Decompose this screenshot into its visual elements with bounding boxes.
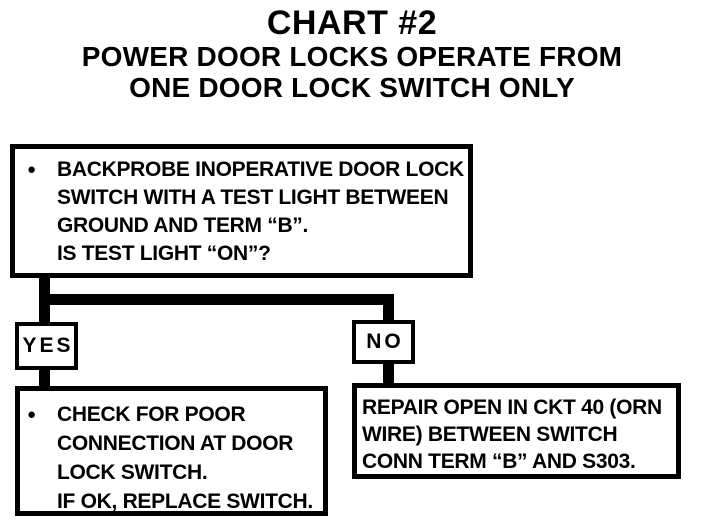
text-line: CONN TERM “B” AND S303.: [362, 450, 636, 473]
question-box-text: BACKPROBE INOPERATIVE DOOR LOCK SWITCH W…: [57, 156, 464, 268]
question-box: ● BACKPROBE INOPERATIVE DOOR LOCK SWITCH…: [10, 144, 473, 278]
text-line: IF OK, REPLACE SWITCH.: [57, 490, 313, 513]
no-action-text: REPAIR OPEN IN CKT 40 (ORN WIRE) BETWEEN…: [362, 394, 662, 475]
text-line: CHECK FOR POOR: [57, 403, 246, 426]
text-line: GROUND AND TERM “B”.: [57, 214, 309, 237]
text-line: LOCK SWITCH.: [57, 461, 208, 484]
page-title: CHART #2: [266, 4, 438, 42]
connector-horizontal-bar: [39, 294, 394, 305]
text-line: WIRE) BETWEEN SWITCH: [362, 423, 618, 446]
yes-action-box: ● CHECK FOR POOR CONNECTION AT DOOR LOCK…: [15, 386, 328, 516]
yes-action-text: CHECK FOR POOR CONNECTION AT DOOR LOCK S…: [57, 400, 313, 516]
bullet-icon: ●: [27, 161, 37, 178]
text-line: SWITCH WITH A TEST LIGHT BETWEEN: [57, 186, 449, 209]
no-label-box: NO: [352, 320, 415, 364]
yes-label-box: YES: [15, 322, 78, 370]
text-line: IS TEST LIGHT “ON”?: [57, 242, 271, 265]
connector-stem-to-no: [383, 294, 394, 322]
no-action-box: REPAIR OPEN IN CKT 40 (ORN WIRE) BETWEEN…: [352, 383, 681, 479]
text-line: REPAIR OPEN IN CKT 40 (ORN: [362, 396, 662, 419]
text-line: BACKPROBE INOPERATIVE DOOR LOCK: [57, 158, 464, 181]
bullet-icon: ●: [27, 406, 37, 423]
page-subtitle-line1: POWER DOOR LOCKS OPERATE FROM: [81, 41, 623, 72]
page-subtitle-line2: ONE DOOR LOCK SWITCH ONLY: [129, 72, 575, 103]
connector-stem-from-yes: [39, 362, 50, 390]
connector-stem-from-no: [383, 358, 394, 386]
text-line: CONNECTION AT DOOR: [57, 432, 294, 455]
